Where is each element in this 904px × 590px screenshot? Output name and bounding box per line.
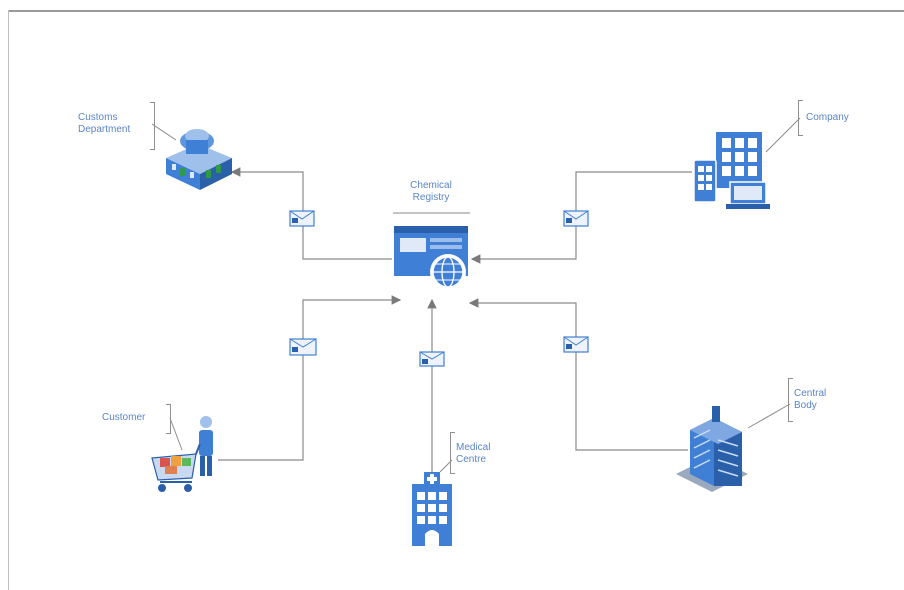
hospital-icon <box>412 472 452 546</box>
medical-label: Medical Centre <box>456 442 491 465</box>
customs-label-bracket <box>150 102 155 150</box>
central-label: Central Body <box>794 388 827 411</box>
web-app-globe-icon <box>393 212 470 290</box>
envelope-icon <box>289 338 317 356</box>
office-devices-icon <box>693 132 770 209</box>
company-label: Company <box>806 112 849 123</box>
diagram-frame-left <box>8 10 9 590</box>
envelope-icon <box>563 210 589 227</box>
envelope-icon <box>563 336 589 353</box>
shopper-cart-icon <box>151 416 213 492</box>
diagram-frame-top <box>8 10 904 12</box>
office-tower-icon <box>676 406 748 492</box>
connector-central-registry <box>468 298 688 451</box>
government-building-icon <box>166 129 232 190</box>
customs-label: Customs Department <box>78 112 131 135</box>
medical-label-bracket <box>450 432 455 474</box>
connector-customer-registry <box>218 295 402 461</box>
company-label-bracket <box>798 100 803 136</box>
envelope-icon <box>419 351 445 367</box>
customer-label: Customer <box>102 412 146 423</box>
customer-label-bracket <box>166 404 171 434</box>
registry-label: Chemical Registry <box>410 180 452 203</box>
envelope-icon <box>289 210 315 227</box>
central-label-bracket <box>788 378 793 422</box>
